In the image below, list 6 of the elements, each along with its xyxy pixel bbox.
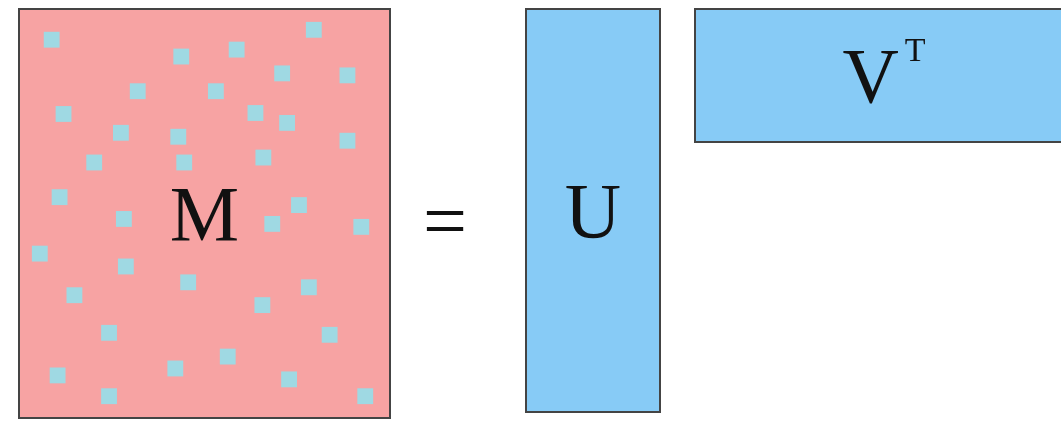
equals-sign: = <box>423 182 467 260</box>
matrix-symbol: V$^{T}$ <box>842 36 926 115</box>
matrix-symbol: M <box>169 174 240 253</box>
matrix-box <box>694 8 1061 143</box>
matrix-symbol: U <box>564 171 622 250</box>
matrix-box <box>525 8 661 413</box>
